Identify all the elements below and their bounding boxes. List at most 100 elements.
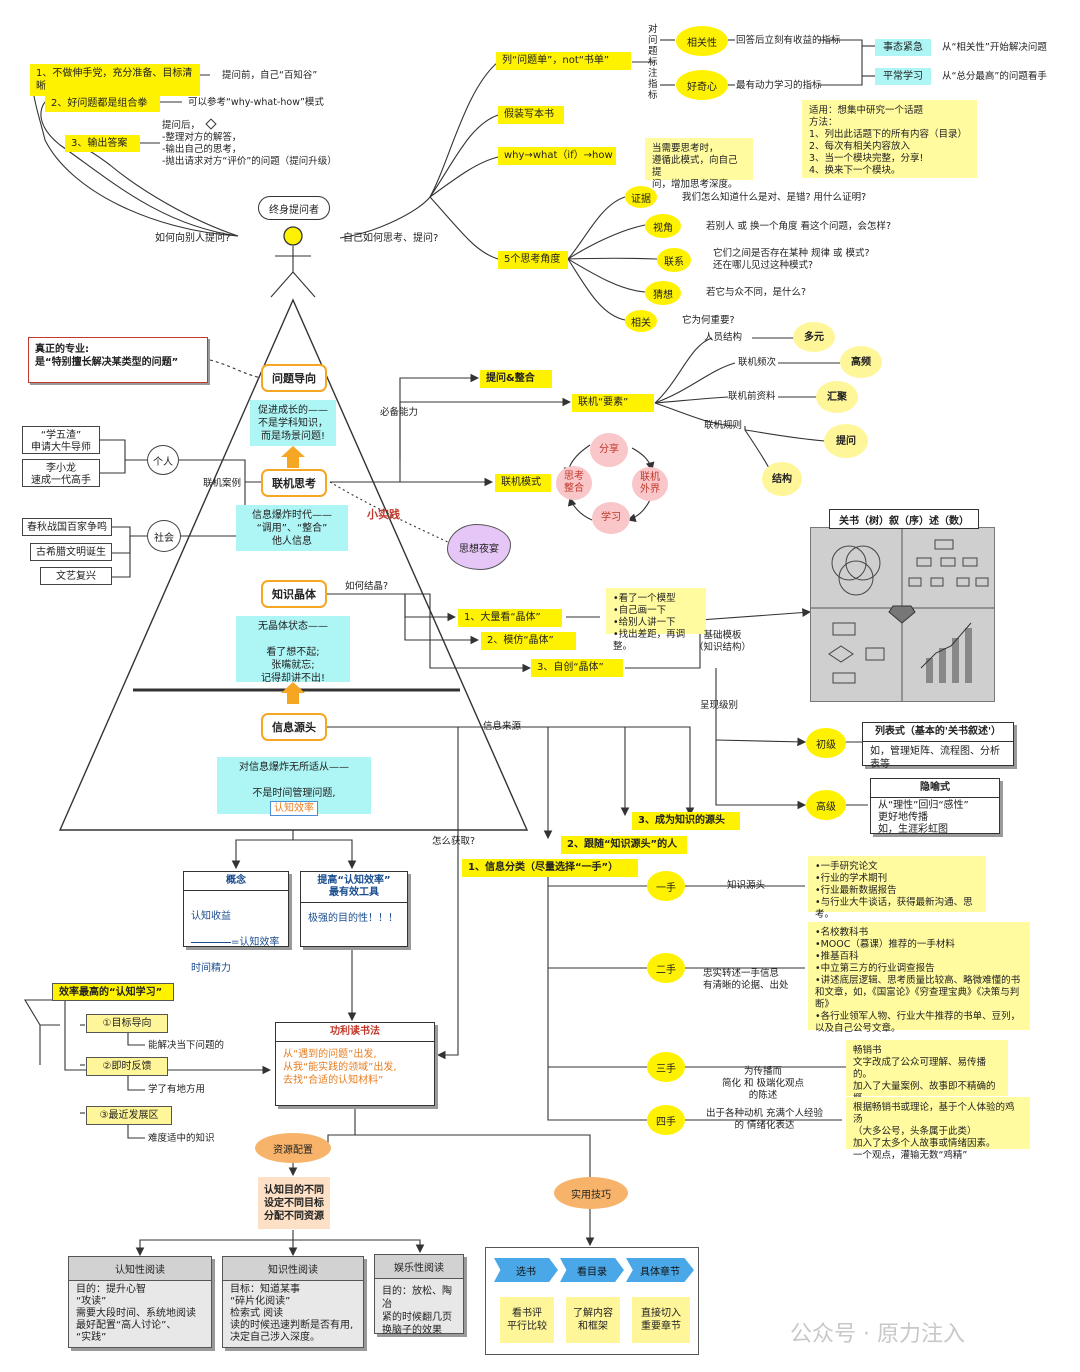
tool-card: 提高“认知效率” 最有效工具 极强的目的性！！！ <box>300 871 408 947</box>
center-title: 终身提问者 <box>258 196 330 220</box>
person-node: 个人 <box>147 445 179 475</box>
senior-card: 隐喻式 从“理性”回归“感性” 更好地传播 如，生涯彩虹图 <box>870 778 1000 835</box>
utility-body: 从“遇到的问题”出发, 从我“能实践的领域”出发, 去找“合适的认知材料” <box>283 1049 397 1086</box>
ask-item-3-note: 提问后， -整理对方的解答， -输出自己的思考， -抛出请求对方“评价”的问题（… <box>162 120 337 167</box>
chevron-toc: 看目录 <box>560 1258 624 1282</box>
hand-2-desc: 忠实转述一手信息 有清晰的论据、出处 <box>703 968 789 991</box>
five-angles: 5个思考角度 <box>498 251 568 269</box>
sketch-image <box>811 528 994 701</box>
instant-feedback-note: 学了有地方用 <box>148 1084 206 1095</box>
element-label-3: 联机前资料 <box>728 391 776 402</box>
template-photo-title: 关书（树）叙（序）述（数） <box>829 509 979 529</box>
angle-connection-note: 它们之间是否存在某种 规律 或 模式? 还在哪儿见过这种模式? <box>713 248 870 271</box>
hand-2: 二手 <box>647 953 685 983</box>
nearest-zone-note: 难度适中的知识 <box>148 1133 215 1144</box>
reading-card-knowledge-body: 目标：知道某事 “碎片化阅读” 检索式 阅读 读的时候迅速判断是否有用, 决定自… <box>230 1284 354 1343</box>
person-case-1: “学五渣” 申请大牛导师 <box>22 426 100 454</box>
orange-arrow-2 <box>281 682 305 704</box>
apply-note: 适用：想集中研究一个话题 方法： 1、列出此话题下的所有内容（目录） 2、每次有… <box>802 100 977 178</box>
element-label-1: 人员结构 <box>704 332 743 343</box>
ask-item-3: 3、输出答案 <box>65 135 140 152</box>
fake-book: 假装写本书 <box>498 106 564 124</box>
utility-card: 功利读书法 从“遇到的问题”出发, 从我“能实践的领域”出发, 去找“合适的认知… <box>275 1022 435 1106</box>
angle-connection: 联系 <box>657 248 691 272</box>
info-mgmt-note: 对信息爆炸无所适从—— 不是时间管理问题, 认知效率 <box>217 757 371 816</box>
reading-card-entertain-body: 目的：放松、陶冶 紧的时候翻几页 换脑子的效果 <box>382 1286 452 1336</box>
angle-evidence-note: 我们怎么知道什么是对、是错? 用什么证明? <box>682 192 867 203</box>
pro-note: 真正的专业: 是“特别擅长解决某类型的问题” <box>28 337 208 383</box>
senior-card-title: 隐喻式 <box>871 779 999 798</box>
reading-card-knowledge: 知识性阅读 目标：知道某事 “碎片化阅读” 检索式 阅读 读的时候迅速判断是否有… <box>222 1256 364 1348</box>
hand-3-desc: 为传播而 简化 和 极端化观点 的陈述 <box>722 1066 805 1101</box>
why-what-how: why→what（if）→how <box>498 147 616 165</box>
left-branch-label: 如何向别人提问? <box>155 233 231 244</box>
orange-arrow-1 <box>281 446 305 468</box>
normal-tag: 平常学习 <box>875 68 931 85</box>
why-note: 当需要思考时， 遵循此模式，向自己提 问，增加思考深度。 <box>645 138 753 190</box>
society-case-3: 文艺复兴 <box>40 567 112 585</box>
junior-card-body: 如，管理矩阵、流程图、分析表等 <box>870 746 1000 770</box>
stick-figure-head <box>283 226 303 246</box>
element-tag-ask: 提问 <box>824 424 868 458</box>
chevron-chapter: 具体章节 <box>626 1258 694 1282</box>
angle-perspective-note: 若别人 或 换一个角度 看这个问题，会怎样? <box>706 221 892 232</box>
angle-guess: 猜想 <box>645 281 681 305</box>
cycle-think-integrate: 思考 整合 <box>556 466 592 500</box>
list-questions: 列“问题单”，not“书单” <box>496 52 631 70</box>
small-practice: 小实践 <box>367 508 400 521</box>
ask-item-1-note: 提问前，自己“百知谷” <box>222 70 318 81</box>
no-crystal-note: 无晶体状态—— 看了想不起; 张嘴就忘; 记得却讲不出! <box>236 616 350 684</box>
knowledge-crystal: 知识晶体 <box>261 580 327 608</box>
element-tag-structure: 结构 <box>762 462 802 496</box>
hand-4: 四手 <box>647 1105 685 1135</box>
crystal-step-3: 3、自创“晶体” <box>531 659 623 677</box>
source-step-3: 3、成为知识的源头 <box>632 812 740 830</box>
cycle-share: 分享 <box>590 433 628 467</box>
how-crystal: 如何结晶? <box>345 581 389 592</box>
angle-evidence: 证据 <box>625 186 657 208</box>
chevron-note-2: 了解内容 和框架 <box>566 1297 620 1343</box>
concept-title: 概念 <box>184 872 288 891</box>
reading-card-cognitive: 认知性阅读 目的：提升心智 “攻读” 需要大段时间、系统地阅读 最好配置“高人讨… <box>68 1256 212 1348</box>
info-source: 信息源头 <box>261 713 327 741</box>
mimic-note: •看了一个模型 •自己画一下 •给别人讲一下 •找出差距，再调整。 <box>606 588 706 652</box>
best-learning: 效率最高的“认知学习” <box>52 983 174 1001</box>
cycle-learn: 学习 <box>592 502 630 534</box>
angle-perspective: 视角 <box>645 214 681 238</box>
concept-card: 概念 认知收益 =认知效率 时间精力 <box>183 871 289 974</box>
concept-body: 认知收益 =认知效率 时间精力 <box>184 891 288 994</box>
nearest-zone-tag: ③最近发展区 <box>86 1106 172 1125</box>
senior-level: 高级 <box>806 790 846 820</box>
cases-label: 联机案例 <box>203 478 242 489</box>
element-label-4: 联机规则 <box>704 420 743 431</box>
template-photo <box>810 527 995 702</box>
ability-label: 必备能力 <box>380 407 419 418</box>
hand-4-desc: 出于各种动机 充满个人经验 的 情绪化表达 <box>706 1108 824 1131</box>
source-step-2: 2、跟随“知识源头”的人 <box>561 836 687 854</box>
how-obtain: 怎么获取? <box>432 836 476 847</box>
urgent-tag: 事态紧急 <box>875 39 931 56</box>
chevron-note-3: 直接切入 重要章节 <box>632 1297 690 1343</box>
template-label: 基础模板 （知识结构） <box>694 630 752 653</box>
angle-relevance: 相关 <box>625 310 657 332</box>
hand-1-desc: 知识源头 <box>727 880 766 891</box>
tips-node: 实用技巧 <box>554 1177 628 1209</box>
reading-card-cognitive-title: 认知性阅读 <box>69 1257 211 1281</box>
senior-card-body: 从“理性”回归“感性” 更好地传播 如，生涯彩虹图 <box>878 800 969 835</box>
urgent-note: 从“相关性”开始解决问题 <box>942 42 1047 53</box>
target-oriented-note: 能解决当下问题的 <box>148 1040 225 1051</box>
person-case-2: 李小龙 速成一代高手 <box>22 459 100 487</box>
problem-oriented: 问题导向 <box>261 364 327 392</box>
connect-thinking: 联机思考 <box>261 469 327 497</box>
angle-relevance-note: 它为何重要? <box>682 315 735 326</box>
angle-guess-note: 若它与众不同，是什么? <box>706 287 807 298</box>
hand-1: 一手 <box>647 871 685 901</box>
watermark: 公众号 · 原力注入 <box>790 1322 965 1347</box>
junior-card-title: 列表式（基本的'关书叙述'） <box>863 723 1013 742</box>
tool-title: 提高“认知效率” 最有效工具 <box>301 872 407 903</box>
reading-card-entertain: 娱乐性阅读 目的：放松、陶冶 紧的时候翻几页 换脑子的效果 <box>374 1254 464 1336</box>
society-node: 社会 <box>147 520 181 552</box>
society-case-1: 春秋战国百家争鸣 <box>22 518 112 536</box>
connect-elements: 联机“要素” <box>572 394 654 412</box>
resource-node: 资源配置 <box>255 1133 331 1163</box>
